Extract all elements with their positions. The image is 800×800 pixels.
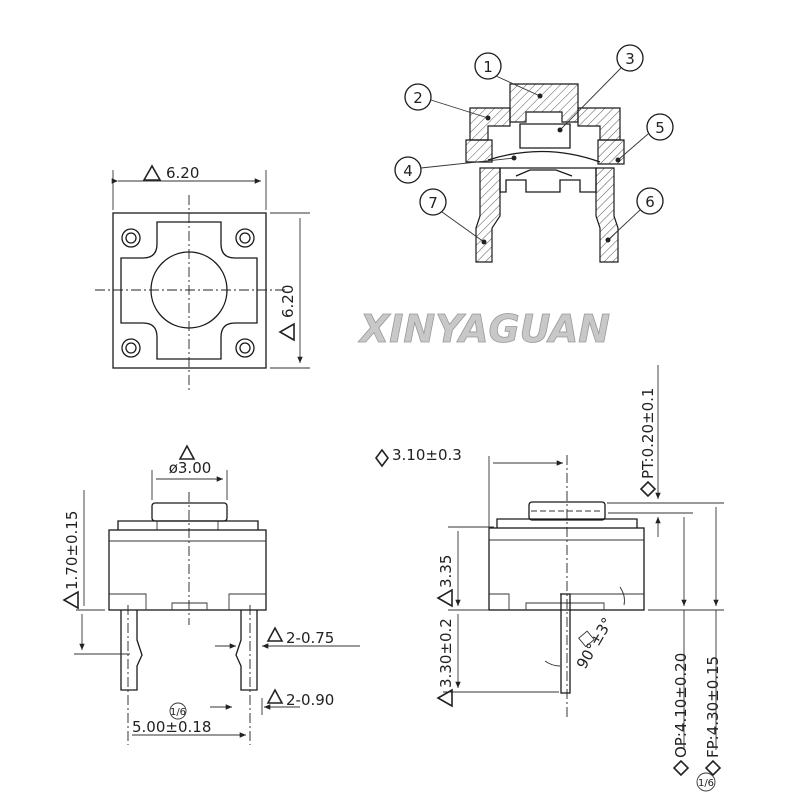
callout-7: 7 [428, 194, 438, 212]
callout-1: 1 [483, 58, 493, 76]
pin-width-0-90: 2-0.90 [286, 691, 334, 709]
flatness-symbol-side: 1/6 [698, 778, 714, 789]
pin-pitch: 5.00±0.18 [132, 718, 211, 736]
body-outline [112, 212, 267, 369]
callout-3: 3 [625, 50, 635, 68]
height-dimension: 6.20 [279, 285, 297, 318]
cross-section-view: 1 2 3 4 5 6 7 [394, 44, 674, 263]
top-view: 6.20 6.20 [95, 164, 310, 390]
pin-width-0-75: 2-0.75 [286, 629, 334, 647]
callouts: 1 2 3 4 5 6 7 [394, 44, 674, 245]
flatness-symbol: 1/6 [170, 707, 186, 718]
actuator-section [509, 83, 579, 123]
watermark: XINYAGUAN [358, 307, 610, 351]
free-position: FP:4.30±0.15 [704, 656, 722, 758]
callout-4: 4 [403, 162, 413, 180]
terminal-left [475, 167, 501, 263]
callout-2: 2 [413, 89, 423, 107]
body-height: 3.35 [437, 555, 455, 588]
actuator-diameter: ø3.00 [169, 459, 212, 477]
terminal-right [595, 167, 619, 263]
side-view: 3.10±0.3 PT:0.20±0.1 OP:4.10±0.20 FP:4.3… [375, 365, 724, 792]
callout-5: 5 [655, 119, 665, 137]
callout-6: 6 [645, 193, 655, 211]
corner-holes [121, 228, 255, 358]
cross-shaped-cover [120, 221, 258, 360]
lead-height-dimension: 1.70±0.15 [63, 511, 81, 590]
lead-length: 3.30±0.2 [437, 618, 455, 688]
width-dimension: 6.20 [166, 164, 199, 182]
lead-angle: 90°±3° [573, 614, 617, 672]
operating-point: OP:4.10±0.20 [672, 653, 690, 758]
pretravel: PT:0.20±0.1 [639, 388, 657, 479]
actuator-offset: 3.10±0.3 [392, 446, 462, 464]
front-view: ø3.00 1.70±0.15 2-0.75 2-0.90 1/6 5.00±0… [62, 444, 360, 745]
